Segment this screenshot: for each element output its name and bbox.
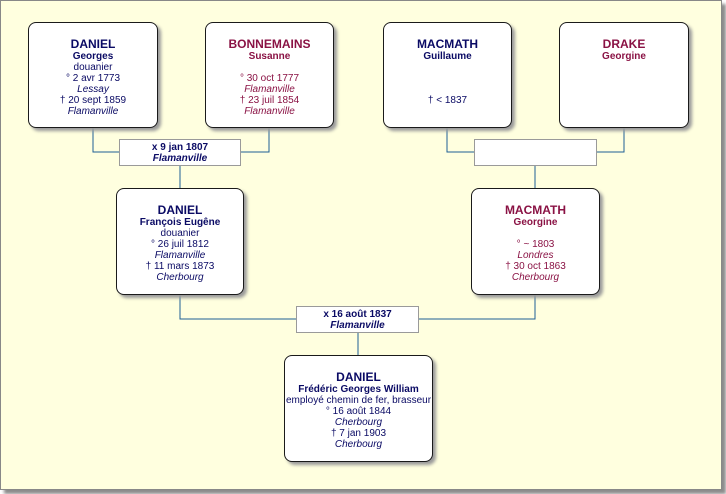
person-given-name: Georgine — [513, 217, 558, 228]
person-surname: DANIEL — [70, 37, 116, 51]
person-birth: ° 2 avr 1773 — [65, 73, 121, 84]
person-death-place: Cherbourg — [334, 439, 383, 450]
person-death: † 20 sept 1859 — [59, 95, 127, 106]
person-given-name: Georges — [72, 51, 114, 62]
person-surname: DRAKE — [602, 37, 646, 51]
person-death-place: Flamanville — [244, 106, 295, 117]
person-card-macmath-guillaume[interactable]: MACMATH Guillaume † < 1837 — [383, 22, 512, 128]
person-birth-place: Lessay — [77, 84, 109, 95]
marriage-date: x 9 jan 1807 — [151, 142, 209, 153]
person-birth-place: Cherbourg — [334, 417, 383, 428]
person-card-bonnemains-susanne[interactable]: BONNEMAINS Susanne ° 30 oct 1777 Flamanv… — [205, 22, 334, 128]
person-death: † < 1837 — [427, 95, 468, 106]
person-surname: BONNEMAINS — [228, 37, 311, 51]
person-birth-place: Londres — [517, 250, 554, 261]
person-birth: ° 26 juil 1812 — [151, 239, 209, 250]
person-death-place: Flamanville — [67, 106, 119, 117]
person-surname: MACMATH — [504, 203, 567, 217]
person-given-name: Frédéric Georges William — [298, 384, 419, 395]
marriage-date: x 16 août 1837 — [323, 309, 392, 320]
person-surname: DANIEL — [157, 203, 203, 217]
person-card-drake-georgine[interactable]: DRAKE Georgine — [559, 22, 689, 128]
spacer — [384, 62, 511, 95]
person-card-macmath-georgine[interactable]: MACMATH Georgine ° ~ 1803 Londres † 30 o… — [471, 188, 600, 295]
person-occupation: douanier — [73, 62, 113, 73]
spacer — [206, 62, 333, 73]
person-card-daniel-frederic[interactable]: DANIEL Frédéric Georges William employé … — [284, 355, 433, 462]
person-death: † 7 jan 1903 — [330, 428, 387, 439]
person-occupation: employé chemin de fer, brasseur — [285, 395, 432, 406]
person-surname: MACMATH — [416, 37, 479, 51]
person-birth-place: Flamanville — [154, 250, 206, 261]
person-death-place: Cherbourg — [511, 272, 560, 283]
marriage-box-macmath-drake[interactable] — [474, 139, 597, 166]
marriage-box-daniel-bonnemains[interactable]: x 9 jan 1807 Flamanville — [119, 139, 241, 166]
marriage-place: Flamanville — [330, 320, 385, 331]
person-death: † 23 juil 1854 — [239, 95, 300, 106]
person-birth-place: Flamanville — [244, 84, 295, 95]
person-given-name: Guillaume — [423, 51, 472, 62]
person-birth: ° ~ 1803 — [516, 239, 555, 250]
person-given-name: François Eugêne — [139, 217, 221, 228]
person-death-place: Cherbourg — [156, 272, 204, 283]
person-birth: ° 16 août 1844 — [325, 406, 392, 417]
person-death: † 30 oct 1863 — [505, 261, 566, 272]
person-card-daniel-georges[interactable]: DANIEL Georges douanier ° 2 avr 1773 Les… — [28, 22, 158, 128]
person-card-daniel-francois-eugene[interactable]: DANIEL François Eugêne douanier ° 26 jui… — [116, 188, 244, 295]
marriage-box-daniel-macmath[interactable]: x 16 août 1837 Flamanville — [296, 306, 419, 333]
spacer — [472, 228, 599, 239]
marriage-place: Flamanville — [152, 153, 208, 164]
person-given-name: Georgine — [602, 51, 646, 62]
person-surname: DANIEL — [336, 370, 381, 384]
person-given-name: Susanne — [248, 51, 291, 62]
person-birth: ° 30 oct 1777 — [239, 73, 300, 84]
person-occupation: douanier — [160, 228, 200, 239]
person-death: † 11 mars 1873 — [145, 261, 215, 272]
